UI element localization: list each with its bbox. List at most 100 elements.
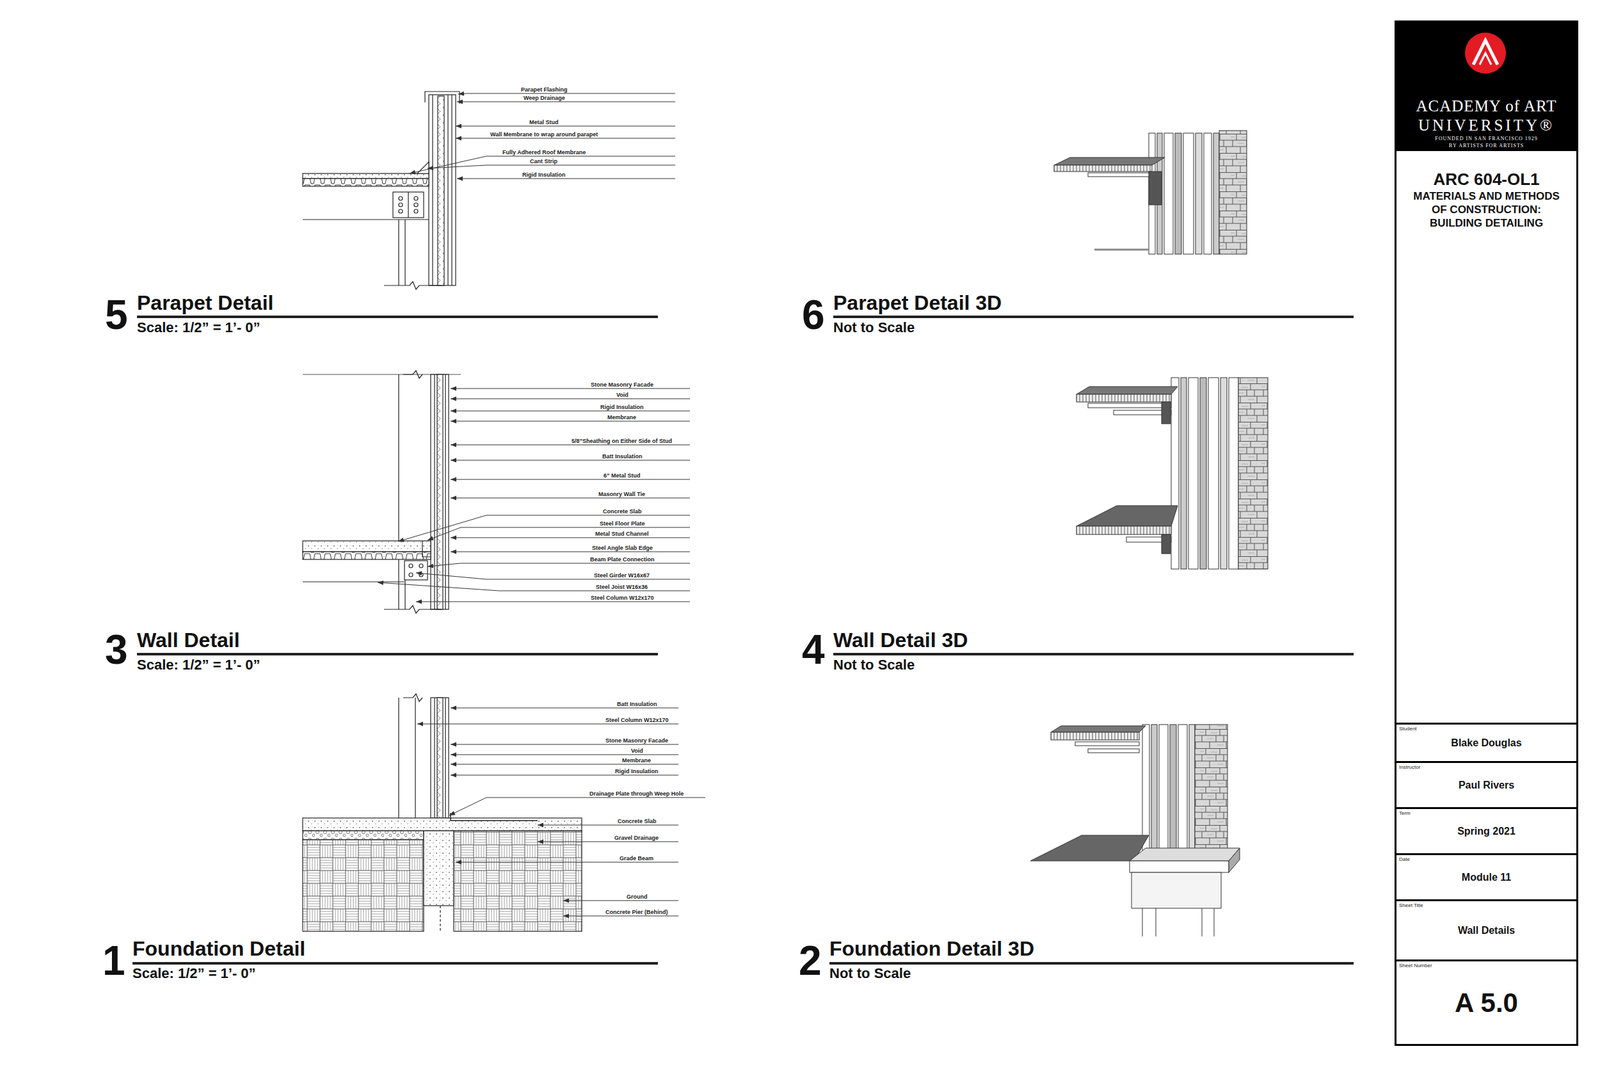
leader-arrowhead (450, 396, 457, 402)
detail-scale: Not to Scale (833, 657, 915, 673)
callout-label: Concrete Slab (602, 508, 642, 515)
leader-line (450, 707, 679, 709)
cell-label: Student (1399, 725, 1417, 732)
logo-block: ACADEMY of ARTUNIVERSITY®FOUNDED IN SAN … (1394, 20, 1579, 152)
leader-arrowhead (563, 913, 569, 919)
leader-arrowhead (417, 721, 424, 727)
leader-arrowhead (458, 91, 464, 96)
callout-label: Membrane (622, 757, 651, 764)
leader-line (450, 551, 690, 553)
callout-label: Metal Stud Channel (595, 530, 649, 537)
leader-line (450, 398, 690, 400)
leader-arrowhead (450, 442, 457, 448)
leader-arrowhead (449, 810, 456, 816)
callout-label: 5/8”Sheathing on Either Side of Stud (571, 437, 672, 445)
leader-line (450, 537, 690, 539)
leader-line (416, 601, 690, 603)
callout-label: Fully Adhered Roof Membrane (502, 149, 586, 156)
callout-label: Stone Masonry Facade (605, 737, 669, 744)
detail-number: 3 (104, 629, 128, 671)
callout-label: Weep Drainage (523, 94, 566, 102)
detail-number: 5 (104, 294, 128, 336)
detail-scale: Not to Scale (829, 965, 911, 982)
callout-label: Concrete Pier (Behind) (605, 908, 669, 916)
leader-arrowhead (450, 535, 457, 541)
leader-line (563, 900, 679, 902)
callout-label: Steel Girder W16x67 (593, 572, 650, 579)
leader-arrowhead (455, 136, 462, 141)
callout-label: Batt Insulation (616, 700, 658, 708)
leader-line (563, 915, 679, 917)
callout-label: Metal Stud (529, 119, 559, 126)
leader-line (455, 126, 676, 127)
leader-line (450, 754, 679, 756)
callout-label: Ground (626, 893, 648, 900)
leader-arrowhead (450, 458, 457, 463)
leader-line (486, 797, 706, 799)
leader-line (460, 563, 690, 564)
leader-line (450, 444, 690, 446)
leader-arrowhead (450, 705, 457, 711)
course-block: ARC 604-OL1MATERIALS AND METHODS OF CONS… (1394, 149, 1579, 725)
leader-arrowhead (455, 860, 462, 865)
callout-label: Steel Joist W16x36 (595, 583, 648, 591)
leader-line (455, 862, 679, 863)
detail-title: Wall Detail (136, 629, 240, 651)
leader-line (456, 178, 676, 180)
cell-label: Instructor (1399, 764, 1421, 770)
cell-label: Sheet Number (1399, 962, 1433, 969)
callout-label: Beam Plate Connection (590, 556, 655, 563)
leader-line (486, 515, 690, 516)
leader-arrowhead (450, 762, 457, 767)
callout-label: Steel Angle Slab Edge (592, 544, 653, 552)
detail-number: 2 (798, 940, 822, 982)
logo-text: UNIVERSITY® (1396, 115, 1577, 136)
leader-line (427, 527, 461, 541)
callout-label: Masonry Wall Tie (598, 490, 646, 498)
callout-label: Void (631, 747, 644, 754)
title-cell: TermSpring 2021 (1394, 807, 1579, 856)
callout-label: Void (616, 391, 629, 399)
callout-label: Steel Column W12x170 (590, 594, 655, 601)
leader-arrowhead (537, 839, 544, 845)
callout-label: Parapet Flashing (520, 86, 568, 93)
leader-arrowhead (450, 419, 457, 424)
cell-value: Paul Rivers (1458, 778, 1515, 792)
detail-scale: Scale: 1/2” = 1’- 0” (132, 965, 256, 982)
leader-line (486, 165, 676, 166)
leader-arrowhead (563, 898, 569, 904)
detail-scale: Scale: 1/2” = 1’- 0” (136, 320, 261, 336)
logo-text: ACADEMY of ART (1396, 96, 1577, 116)
title-cell: Sheet TitleWall Details (1394, 899, 1579, 962)
leader-arrowhead (416, 599, 422, 605)
detail-title: Parapet Detail (136, 291, 274, 314)
leader-line (377, 582, 500, 591)
detail-number: 1 (102, 940, 126, 982)
leader-line (456, 101, 676, 103)
leader-line (450, 421, 690, 422)
leader-line (417, 723, 679, 725)
leader-line (486, 579, 690, 580)
callout-label: Membrane (607, 414, 637, 421)
leader-arrowhead (450, 549, 457, 555)
cell-value: A 5.0 (1454, 987, 1519, 1019)
leader-arrowhead (456, 176, 463, 182)
callout-label: Cant Strip (529, 158, 558, 165)
leader-arrowhead (409, 170, 416, 175)
title-cell: InstructorPaul Rivers (1394, 760, 1579, 809)
leader-arrowhead (416, 570, 422, 576)
leader-line (450, 744, 679, 745)
leader-line (450, 479, 690, 480)
detail-title: Wall Detail 3D (833, 629, 968, 651)
detail-title: Parapet Detail 3D (833, 291, 1002, 314)
leader-line (460, 527, 690, 528)
leader-arrowhead (427, 165, 434, 171)
leader-arrowhead (450, 408, 457, 414)
leader-line (416, 572, 487, 580)
cell-label: Sheet Title (1399, 902, 1424, 909)
leader-arrowhead (537, 823, 544, 828)
detail-title: Foundation Detail (132, 937, 306, 960)
leader-line (537, 841, 679, 843)
